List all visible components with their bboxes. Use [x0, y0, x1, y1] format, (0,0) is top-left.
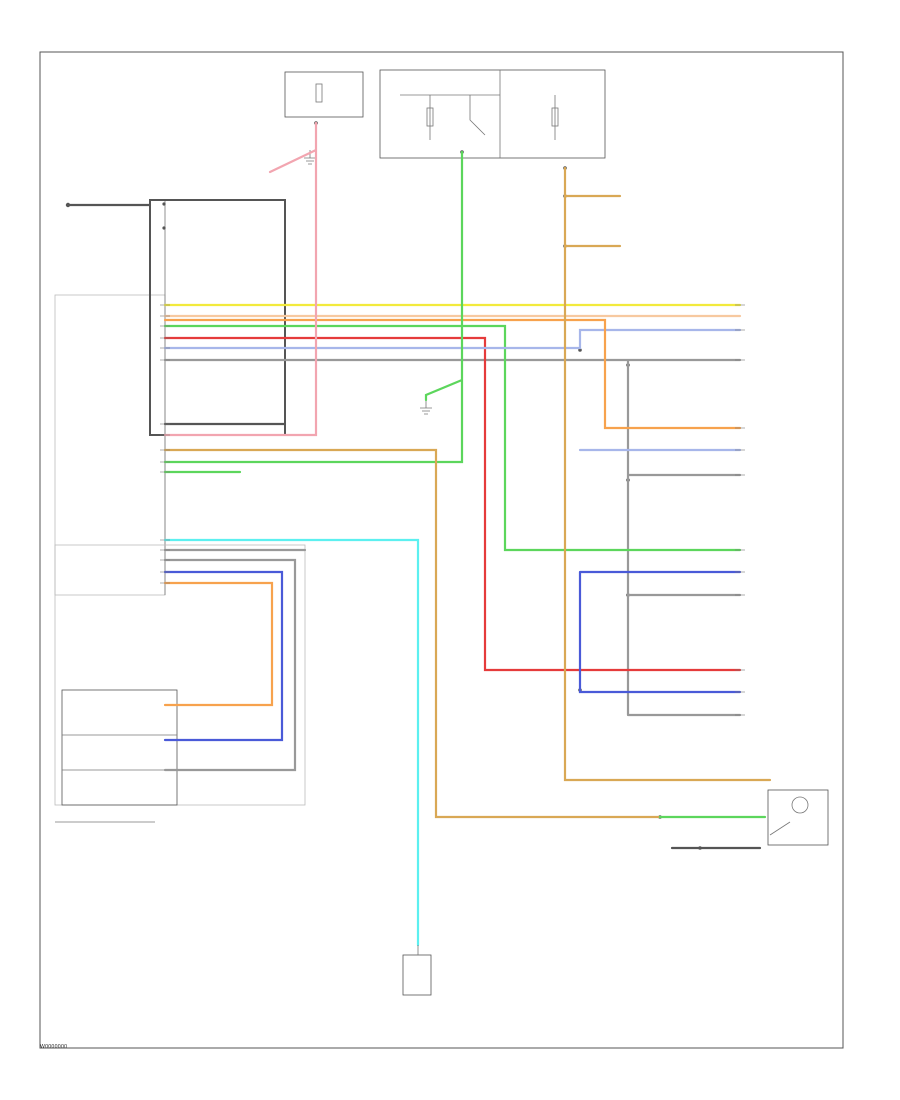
- wire-cyan: [163, 538, 420, 947]
- wire-pink-fuse: [163, 121, 318, 437]
- relay-switch: [400, 94, 556, 140]
- underhood-fuse-box: [284, 71, 364, 118]
- wire-green-sensor: [163, 324, 742, 552]
- wire-tan-ebcm: [163, 448, 662, 819]
- wire-blue-rear: [578, 570, 742, 694]
- fuse-icon: [551, 107, 559, 127]
- switch-contact: [791, 796, 809, 814]
- page-code: W0000000: [40, 1044, 68, 1050]
- fuse-icon: [426, 107, 434, 127]
- diagram-frame: [39, 51, 844, 1049]
- wire-green-relay: [163, 150, 464, 474]
- brake-switch-box: [61, 689, 178, 806]
- connector-dots: [65, 121, 702, 850]
- wire-gray-pedal: [163, 548, 307, 772]
- wire-light-blue: [163, 328, 742, 452]
- wire-blue-pedal: [163, 570, 284, 742]
- brake-module-box: [54, 544, 306, 806]
- wire-red-sensor: [163, 336, 742, 672]
- pin-ticks: [160, 304, 170, 584]
- terminal-ticks: [735, 304, 745, 716]
- ebcm-connector-block: [149, 199, 286, 436]
- wire-black: [66, 203, 287, 426]
- switch-assembly-box: [767, 789, 829, 846]
- wire-orange-rear: [163, 318, 742, 430]
- switch-arm: [769, 821, 791, 836]
- wire-orange-pedal: [163, 581, 274, 707]
- relay-center-box: [379, 69, 606, 159]
- bottom-connector: [402, 954, 432, 996]
- wire-gray: [163, 358, 742, 717]
- ebcm-module-box: [54, 294, 166, 596]
- wire-tan-power: [563, 166, 772, 782]
- fuse-icon: [315, 83, 323, 103]
- ground-icon: [420, 400, 432, 415]
